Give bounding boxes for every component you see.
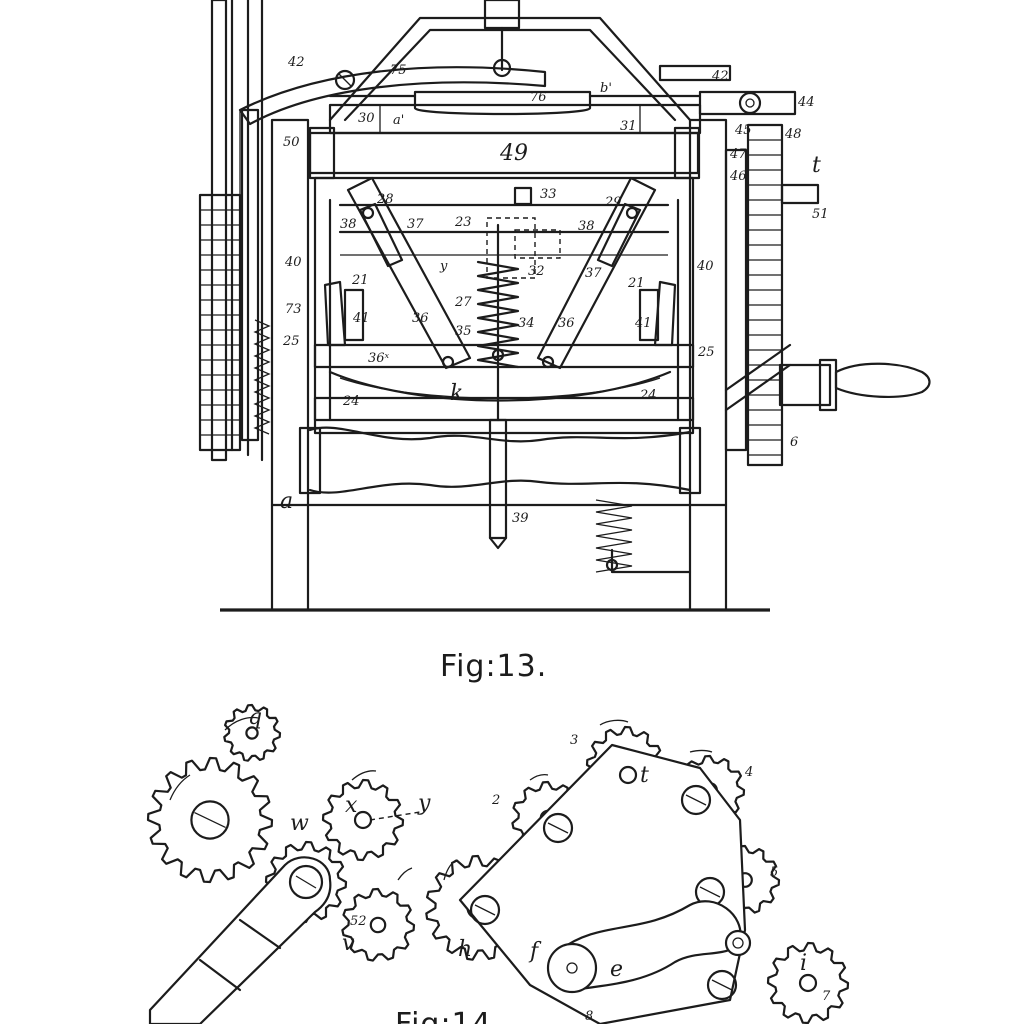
figure-13-caption: Fig:13.	[440, 649, 547, 684]
label-i: i	[800, 951, 807, 976]
label-34: 34	[518, 316, 535, 331]
label-v: v	[342, 931, 355, 956]
label-a: a	[280, 489, 293, 514]
label-t-fig14: t	[640, 763, 649, 788]
label-42-right: 42	[711, 69, 729, 84]
gear-x	[321, 778, 405, 862]
label-y-fig14: y	[417, 791, 431, 816]
label-24-right: 24	[639, 388, 657, 403]
label-25-right: 25	[697, 345, 715, 360]
figure-13-machine-front-view	[198, 0, 931, 612]
label-23: 23	[454, 215, 472, 230]
gear-7-hub	[798, 973, 818, 993]
label-2: 2	[491, 793, 500, 808]
gear-small-top	[223, 703, 282, 762]
label-b-prime: b'	[600, 81, 612, 96]
label-39: 39	[512, 511, 529, 526]
label-7: 7	[822, 989, 831, 1004]
label-8: 8	[585, 1009, 593, 1024]
label-e: e	[610, 957, 623, 982]
label-29: 29	[604, 195, 622, 210]
label-49: 49	[499, 141, 528, 166]
label-3: 3	[570, 733, 578, 748]
label-24-left: 24	[342, 394, 360, 409]
figure-14-gear-train	[146, 703, 850, 1024]
label-51: 51	[812, 207, 829, 222]
label-76: 76	[530, 90, 547, 105]
label-36x: 36ˣ	[368, 351, 390, 366]
label-t: t	[812, 153, 821, 178]
label-73: 73	[285, 302, 302, 317]
gear-large-left-slot	[194, 811, 226, 829]
label-21-right: 21	[627, 276, 645, 291]
label-38-left: 38	[340, 217, 357, 232]
label-37-left: 37	[407, 217, 424, 232]
label-44: 44	[797, 95, 815, 110]
label-52: 52	[350, 914, 367, 929]
figure-14-caption: Fig:14.	[395, 1007, 502, 1024]
label-38-right: 38	[578, 219, 595, 234]
gear-large-left-hub	[190, 800, 230, 840]
label-36-right: 36	[558, 316, 575, 331]
label-50: 50	[283, 135, 300, 150]
label-4: 4	[744, 765, 753, 780]
label-a-prime: a'	[393, 113, 404, 128]
label-5: 5	[770, 865, 778, 880]
label-21-left: 21	[351, 273, 369, 288]
label-40-right: 40	[696, 259, 714, 274]
label-w: w	[290, 811, 309, 836]
label-32: 32	[528, 264, 545, 279]
label-h: h	[458, 937, 472, 962]
label-28: 28	[376, 192, 394, 207]
label-33: 33	[540, 187, 557, 202]
label-41-right: 41	[634, 316, 652, 331]
label-42-left: 42	[287, 55, 305, 70]
label-x: x	[345, 793, 358, 818]
label-36-left: 36	[412, 311, 429, 326]
label-46: 46	[729, 169, 747, 184]
label-q: q	[248, 705, 262, 730]
gear-52-hub	[369, 916, 387, 934]
gear-7	[766, 941, 850, 1024]
label-30: 30	[358, 111, 375, 126]
gear-small-top-hub	[245, 726, 259, 740]
label-25-left: 25	[282, 334, 300, 349]
label-37-right: 37	[585, 266, 602, 281]
label-35: 35	[455, 324, 472, 339]
figure-13-labels: 42 75 76 b' 42 44 30 a' 31 45 48 50 49 4…	[280, 55, 829, 684]
label-75: 75	[390, 63, 407, 78]
label-27: 27	[454, 295, 472, 310]
label-y: y	[439, 259, 448, 274]
label-45: 45	[734, 123, 752, 138]
label-47: 47	[729, 147, 747, 162]
label-k: k	[450, 381, 463, 406]
label-48: 48	[784, 127, 802, 142]
label-40-left: 40	[284, 255, 302, 270]
label-41-left: 41	[352, 311, 370, 326]
label-31: 31	[620, 119, 637, 134]
gear-52	[341, 887, 416, 962]
label-6: 6	[790, 435, 798, 450]
